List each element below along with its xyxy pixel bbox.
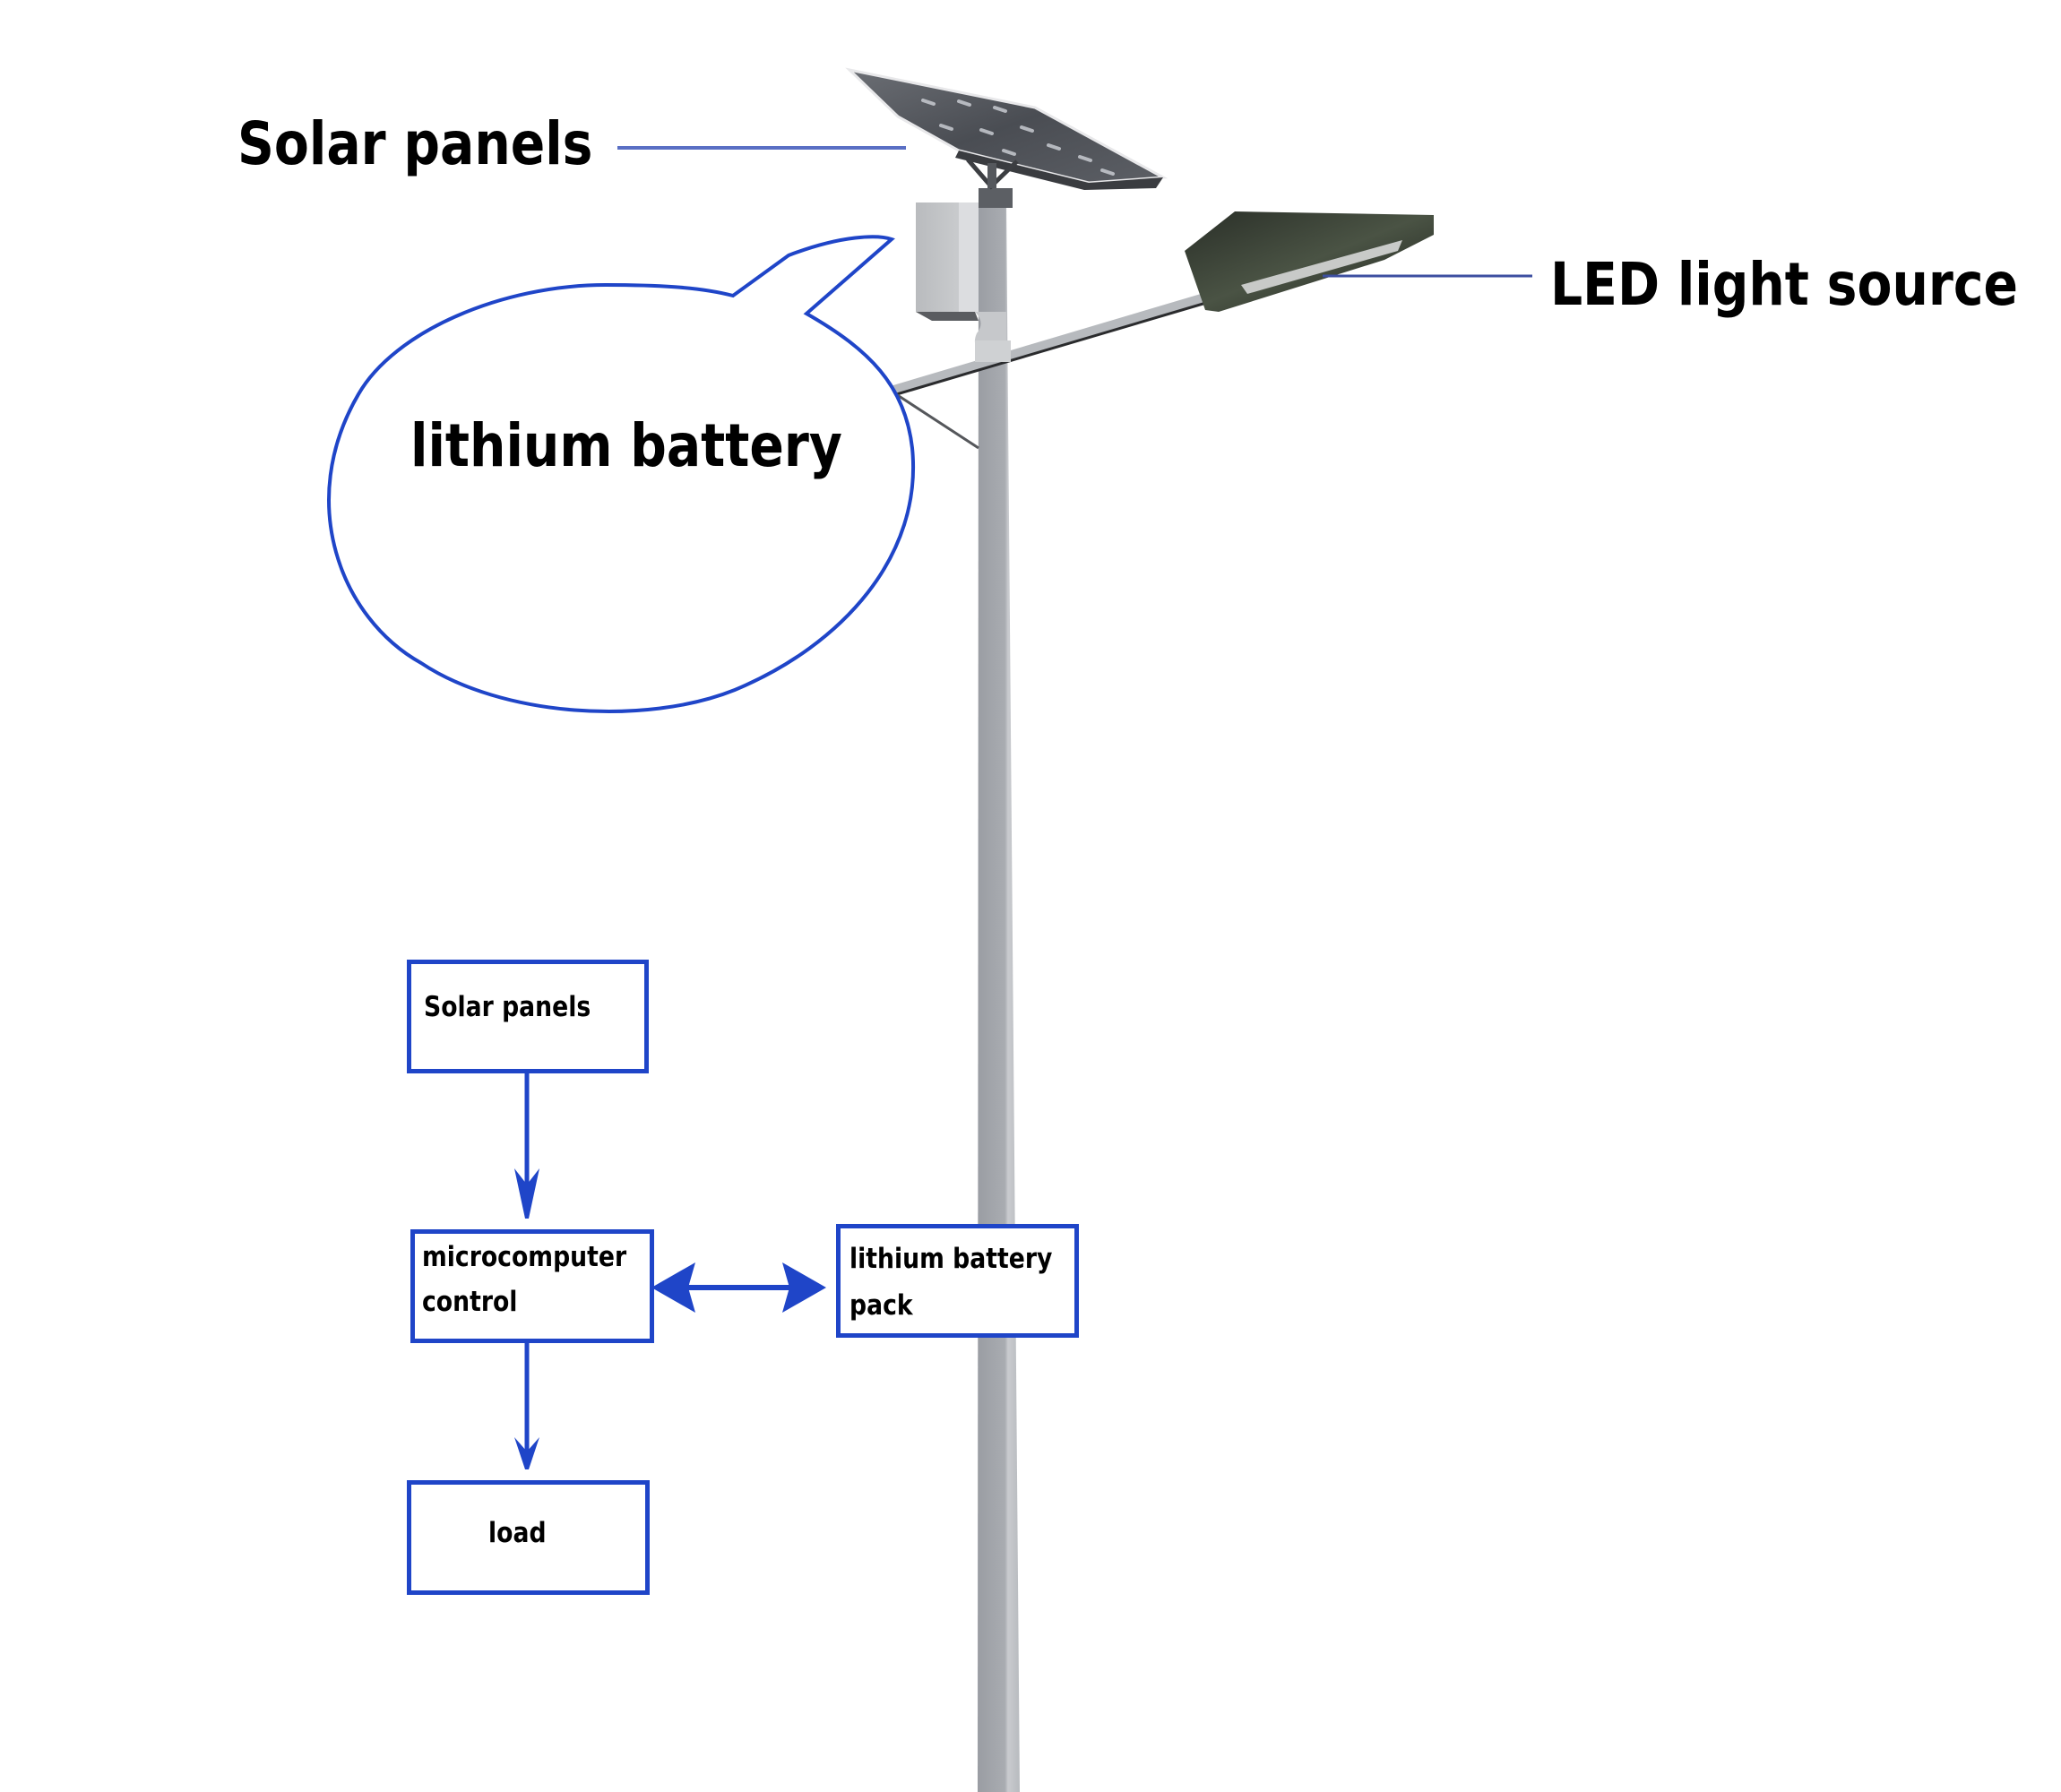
flow-node-microcomputer-control: microcomputer control xyxy=(410,1229,654,1343)
flow-node-microcomputer-line2: control xyxy=(422,1286,518,1318)
flowchart-arrows xyxy=(514,1063,826,1469)
flow-node-load-text: load xyxy=(488,1517,547,1549)
flow-node-solar-panels: Solar panels xyxy=(407,960,649,1073)
arrow-head-load xyxy=(514,1437,539,1469)
flow-node-microcomputer-line1: microcomputer xyxy=(422,1241,627,1273)
flow-node-battery-line2: pack xyxy=(849,1289,913,1322)
flow-node-solar-panels-text: Solar panels xyxy=(424,991,591,1023)
solar-panel-image xyxy=(845,67,1168,190)
arrow-head-controller-side xyxy=(651,1262,695,1313)
lithium-battery-label: lithium battery xyxy=(410,411,842,480)
arrow-head-controller xyxy=(514,1168,539,1219)
led-light-source-label: LED light source xyxy=(1550,250,2018,319)
flow-node-battery-line1: lithium battery xyxy=(849,1243,1053,1275)
pole-cap xyxy=(979,188,1013,208)
lithium-battery-speech-bubble xyxy=(327,235,916,713)
lamp-arm xyxy=(887,294,1207,450)
solar-panels-label: Solar panels xyxy=(237,109,593,178)
flow-node-load: load xyxy=(407,1480,650,1595)
flow-node-lithium-battery-pack: lithium battery pack xyxy=(836,1224,1079,1338)
pole xyxy=(978,188,1020,1792)
led-lamp-image xyxy=(1185,211,1434,312)
arrow-head-battery-side xyxy=(782,1262,826,1313)
